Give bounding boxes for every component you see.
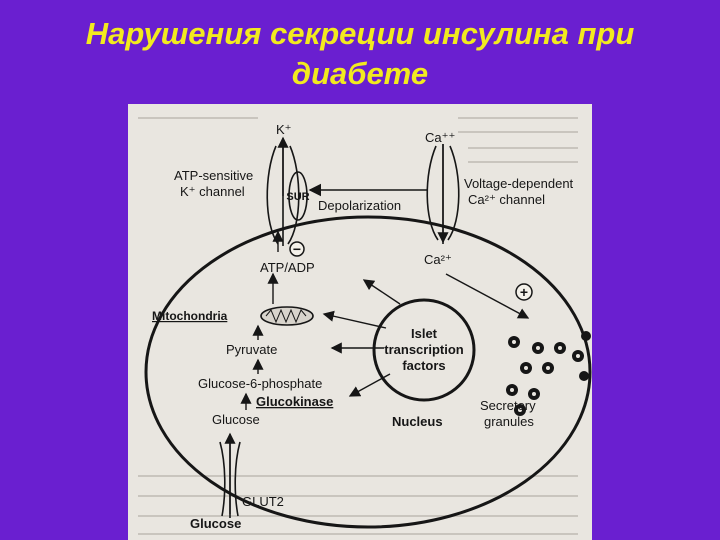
granule [542,362,554,374]
minus-sign-label: − [293,241,301,257]
granule [554,342,566,354]
islet-label-line-3: factors [402,358,445,373]
nucleus-to-depolarization-arrow [362,279,401,305]
nucleus-label: Nucleus [392,414,443,429]
secretory-label-line-1: Secretory [480,398,536,413]
glucose-inside-label: Glucose [212,412,260,427]
granule [532,342,544,354]
g6p-label: Glucose-6-phosphate [198,376,322,391]
insulin-secretion-diagram: − + K⁺ Ca⁺⁺ ATP-sensitive K⁺ channel SUR… [128,104,592,540]
inhibition-sign [289,241,305,257]
depolarization-label: Depolarization [318,198,401,213]
slide-title: Нарушения секреции инсулина при диабете [0,14,720,94]
atp-channel-label-line-1: ATP-sensitive [174,168,253,183]
secretory-granules [506,331,591,416]
mitochondria-label: Mitochondria [152,309,228,323]
islet-label-line-2: transcription [384,342,464,357]
glucokinase-label: Glucokinase [256,394,333,409]
calcium-to-granules-arrow [445,273,530,319]
secretory-label-line-2: granules [484,414,534,429]
granule [520,362,532,374]
atp-adp-label: ATP/ADP [260,260,315,275]
atp-channel-label-line-2: K⁺ channel [180,184,245,199]
granule [528,388,540,400]
granule [581,331,591,341]
granule [508,336,520,348]
plus-sign-label: + [520,284,528,300]
glut2-label: GLUT2 [242,494,284,509]
cell-membrane [144,215,592,529]
vdcc-label-line-1: Voltage-dependent [464,176,574,191]
granule [579,371,589,381]
background-text-noise [138,117,578,535]
ca-ion-label: Ca⁺⁺ [425,130,455,145]
islet-label-line-1: Islet [411,326,438,341]
mitochondria-icon [260,306,314,326]
slide-title-line-2: диабете [291,56,429,91]
k-ion-label: K⁺ [276,122,292,137]
islet-to-mito-arrow [322,310,387,329]
pyruvate-label: Pyruvate [226,342,277,357]
stimulation-sign [515,283,533,301]
granule [572,350,584,362]
sur-label: SUR [286,191,309,203]
vdcc-label-line-2: Ca²⁺ channel [468,192,545,207]
nucleus [372,298,476,402]
granule [514,404,526,416]
slide-title-line-1: Нарушения секреции инсулина при [85,16,635,51]
granule [506,384,518,396]
glucose-outside-label: Glucose [190,516,241,531]
ca2-inside-label: Ca²⁺ [424,252,452,267]
islet-to-glucokinase-arrow [348,373,391,397]
